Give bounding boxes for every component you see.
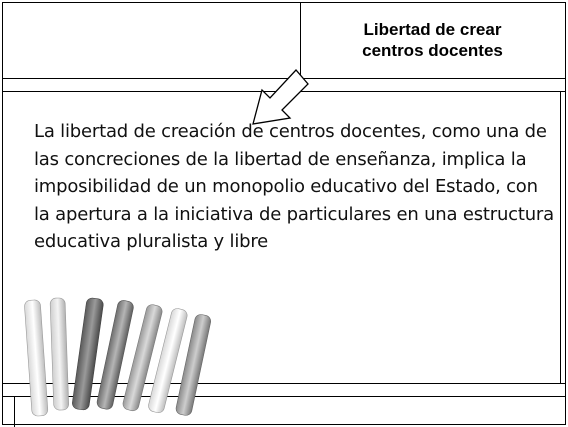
chalk-sticks-image (24, 297, 211, 417)
title-box: Libertad de crear centros docentes (300, 2, 565, 78)
slide-body-text: La libertad de creación de centros docen… (34, 121, 554, 252)
slide-title: Libertad de crear centros docentes (362, 20, 503, 60)
down-left-arrow-icon (252, 69, 309, 125)
